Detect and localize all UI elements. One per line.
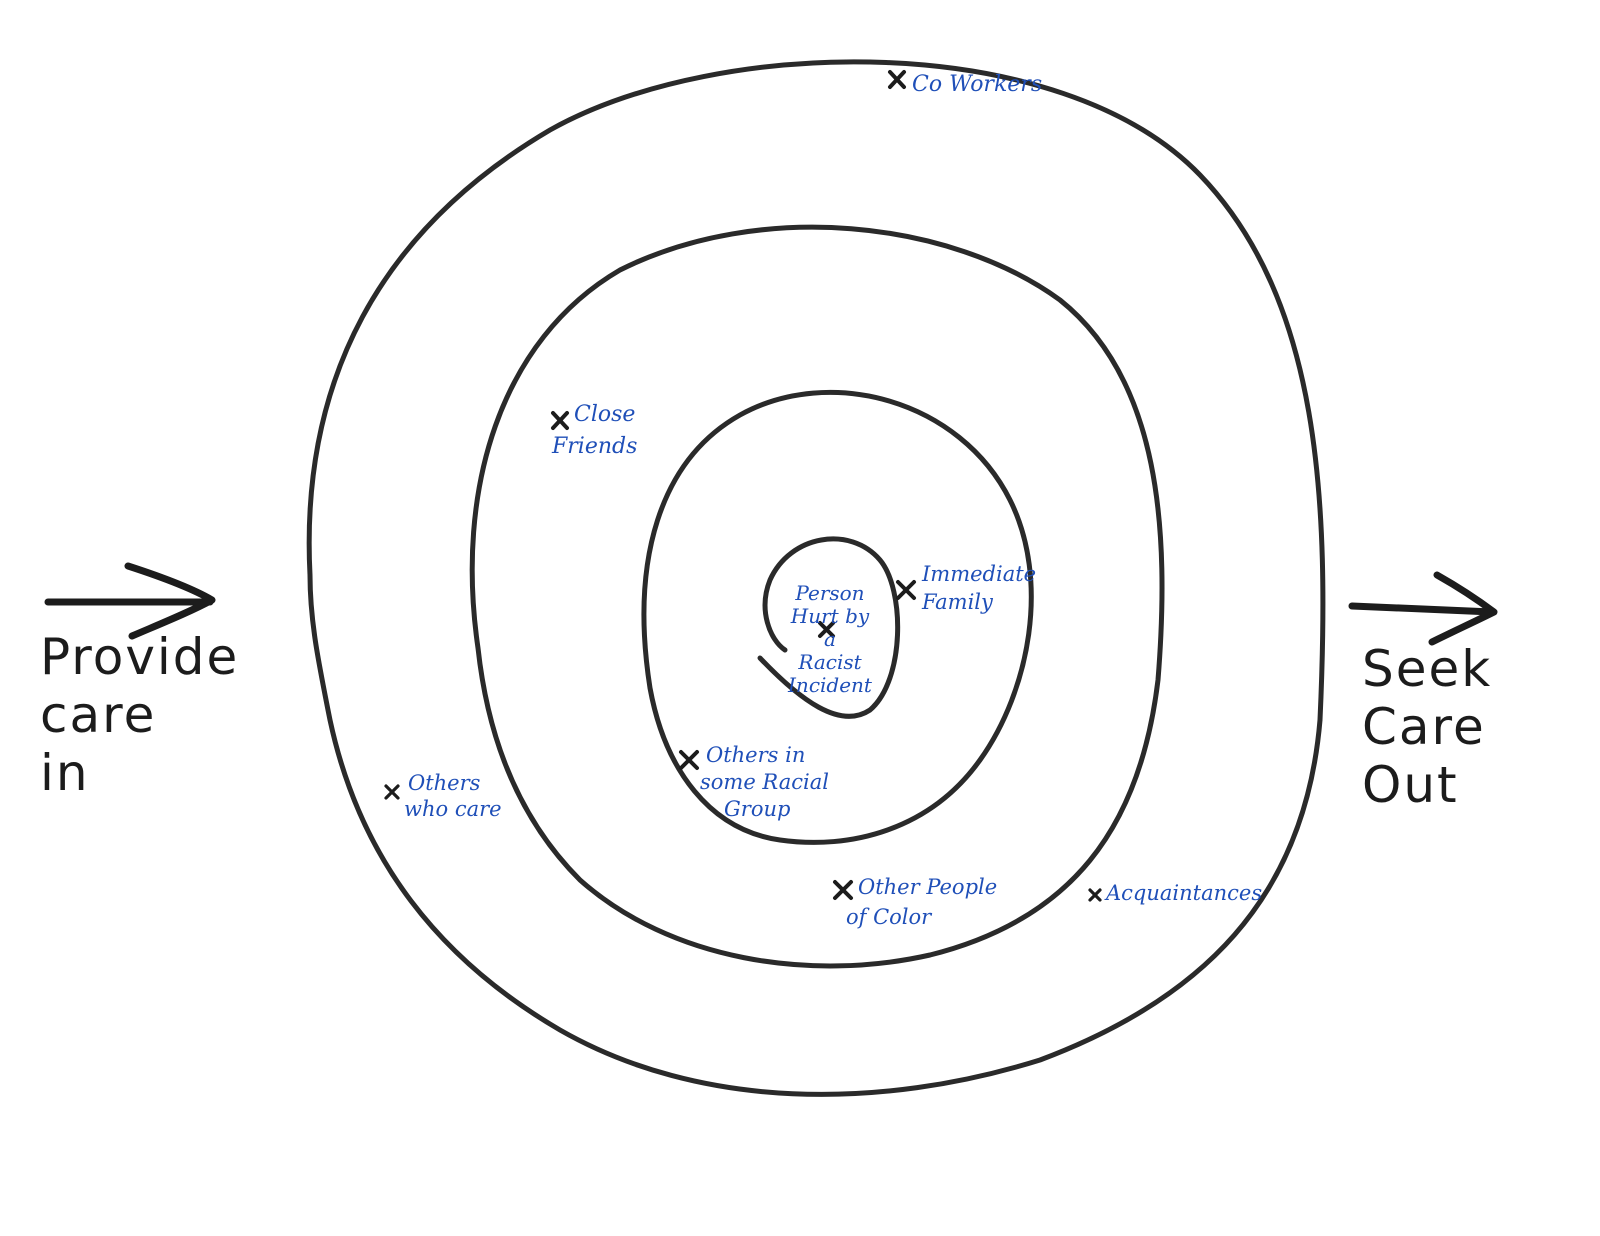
inner-ring <box>641 389 1034 845</box>
care-text: care <box>40 686 157 744</box>
close-friends-label: Close <box>574 400 635 430</box>
center-line-3: a <box>824 627 836 651</box>
seek-text: Seek <box>1362 640 1493 698</box>
middle-ring <box>469 224 1165 969</box>
immediate-family-label: Immediate Family <box>922 560 1036 616</box>
provide-care-in-label: Provide care in <box>40 628 239 802</box>
x-marker-people-of-color <box>833 880 853 900</box>
x-marker-others-care <box>384 784 400 800</box>
co-workers-label: Co Workers <box>912 72 1043 97</box>
others-who-care-label: Others who care <box>404 770 502 822</box>
left-arrow <box>44 562 216 640</box>
in-text: in <box>40 744 90 802</box>
x-marker-immediate-family <box>896 580 916 600</box>
seek-care-out-label: Seek Care Out <box>1362 640 1492 814</box>
acquaintances-label: Acquaintances <box>1106 881 1263 905</box>
care-out-text: Care <box>1362 698 1486 756</box>
of-color-text: of Color <box>846 905 932 929</box>
friends-label: Friends <box>552 434 638 459</box>
other-people-text: Other People <box>858 875 998 899</box>
some-racial-text: some Racial <box>700 770 829 794</box>
center-line-5: Incident <box>788 673 872 697</box>
center-line-1: Person <box>795 581 865 605</box>
x-marker-acquaintances <box>1088 888 1102 902</box>
center-line-4: Racist <box>798 650 862 674</box>
others-text: Others <box>408 771 481 795</box>
who-care-text: who care <box>404 797 502 821</box>
x-marker-close-friends <box>551 411 569 430</box>
x-marker-co-workers <box>888 70 906 89</box>
center-line-2: Hurt by <box>790 604 870 628</box>
x-marker-others-racial <box>679 750 699 770</box>
center-label: Person Hurt by a Racist Incident <box>775 582 885 697</box>
others-in-text: Others in <box>706 743 806 767</box>
outer-ring <box>306 59 1326 1097</box>
close-text: Close <box>574 402 636 427</box>
x-marker-center <box>818 621 835 638</box>
out-text: Out <box>1362 756 1459 814</box>
other-people-of-color-label: Other People of Color <box>846 872 998 932</box>
provide-text: Provide <box>40 628 240 686</box>
family-text: Family <box>922 590 993 614</box>
immediate-text: Immediate <box>922 562 1037 586</box>
right-arrow <box>1348 571 1498 646</box>
others-racial-group-label: Others in some Racial Group <box>700 742 829 823</box>
center-spiral <box>757 536 901 719</box>
group-text: Group <box>724 797 791 821</box>
